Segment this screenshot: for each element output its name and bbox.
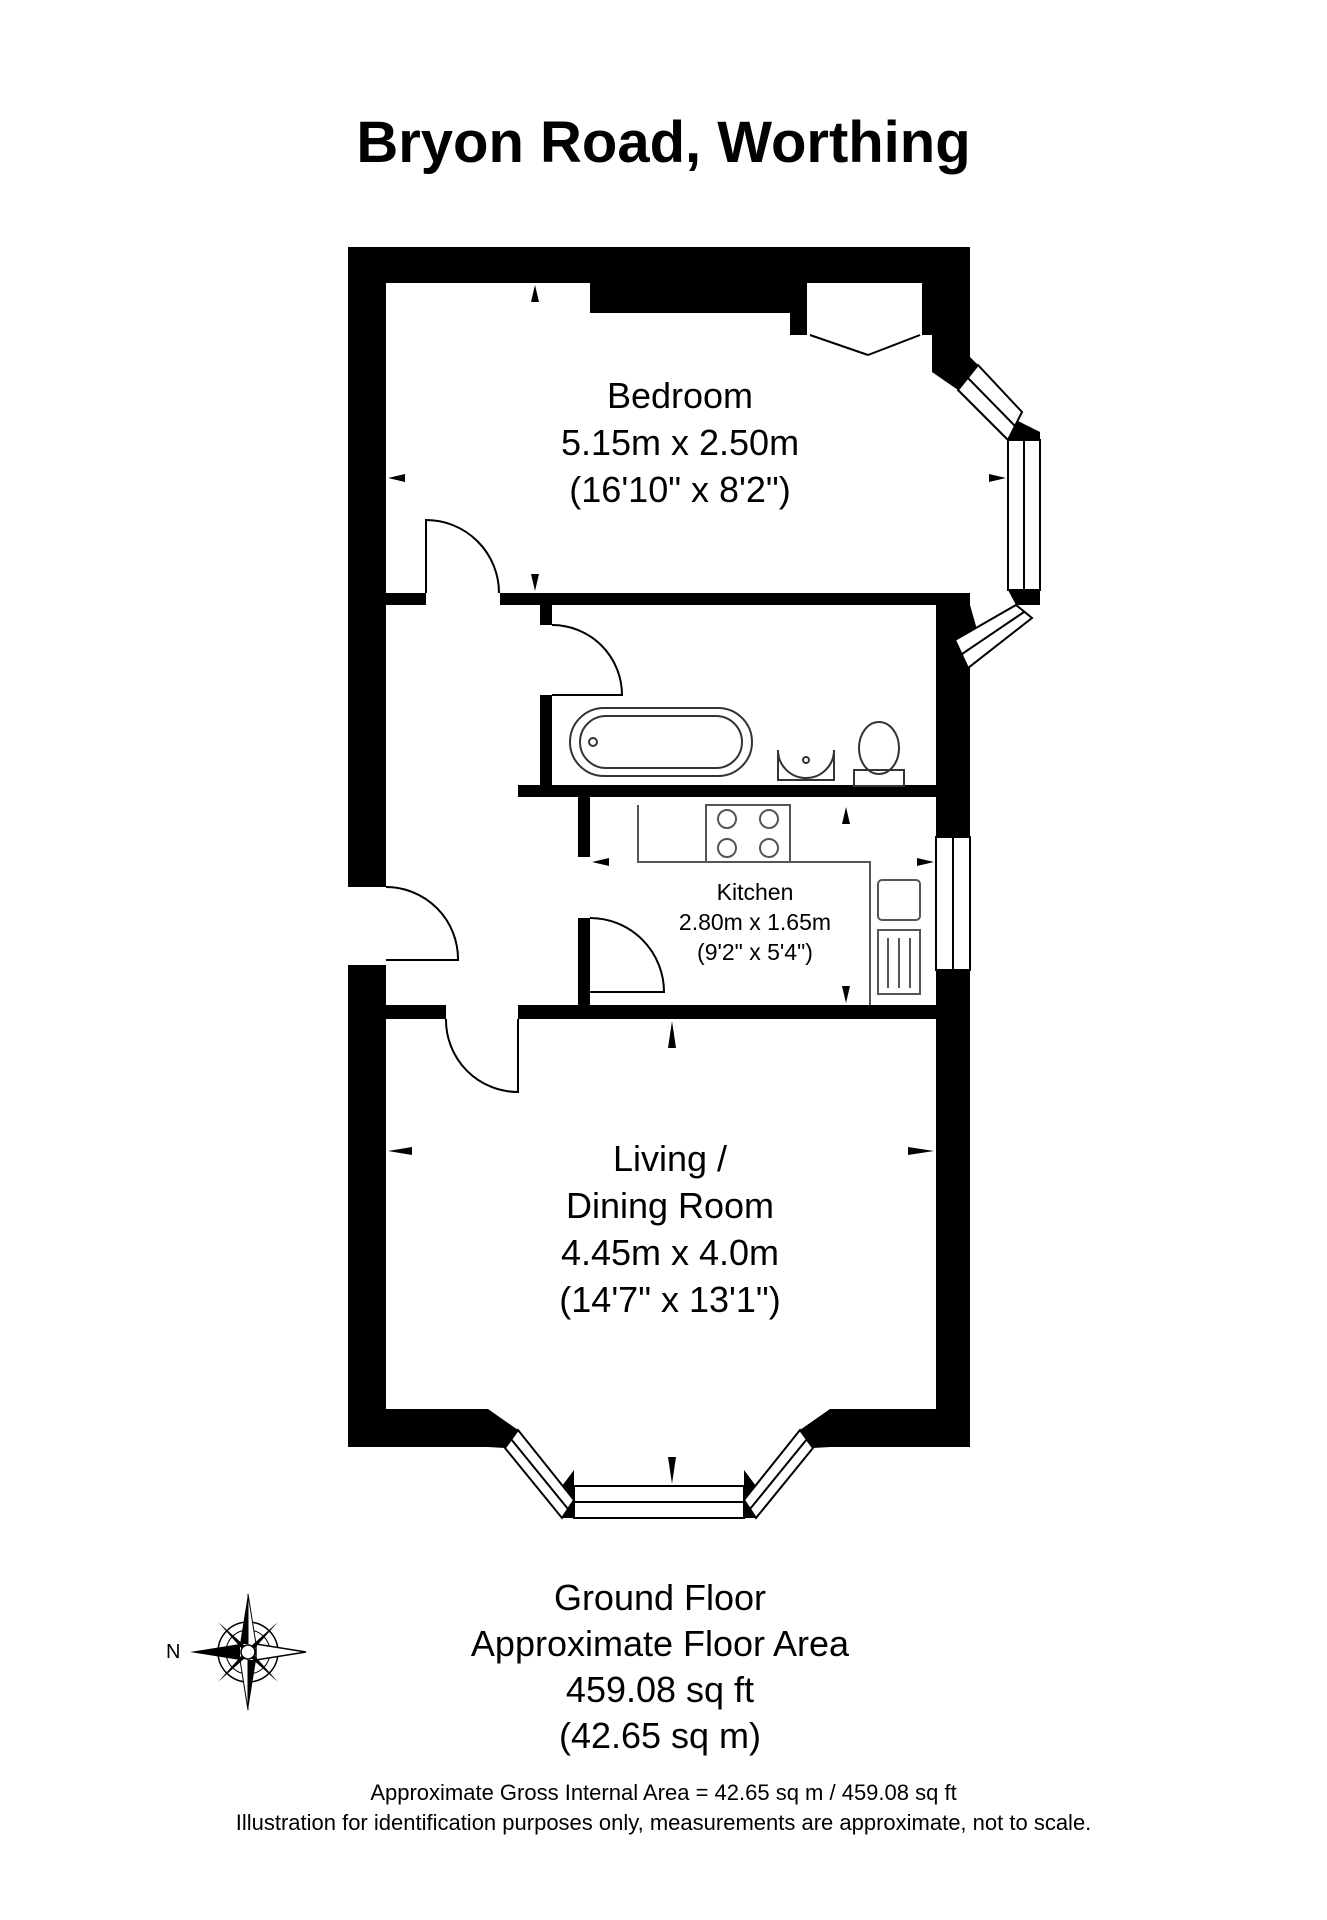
bedroom-imperial: (16'10" x 8'2")	[569, 469, 791, 510]
hob	[705, 804, 791, 863]
sink-icon	[777, 749, 835, 781]
room-label-kitchen: Kitchen 2.80m x 1.65m (9'2" x 5'4")	[640, 877, 870, 967]
floor-area-label: Approximate Floor Area	[470, 1623, 850, 1664]
windows	[503, 363, 1041, 1520]
hob-ring-icon-1	[717, 809, 737, 829]
living-imperial: (14'7" x 13'1")	[559, 1279, 781, 1320]
hob-ring-icon-4	[759, 838, 779, 858]
wall-kitchen-left	[578, 797, 590, 857]
kitchen-sink-icon	[877, 879, 921, 921]
outer-wall-right-kitchen	[936, 970, 970, 1019]
outer-wall-top	[348, 247, 970, 283]
door-bathroom	[551, 624, 624, 696]
walls	[348, 247, 1040, 1518]
plan-title: Bryon Road, Worthing	[356, 110, 971, 175]
bed-bay-corner-1	[932, 357, 978, 390]
arrow-kitchen-bottom	[842, 986, 850, 1003]
doors	[385, 334, 921, 1094]
arrow-kitchen-top	[842, 807, 850, 824]
living-name-line1: Living /	[612, 1138, 728, 1179]
bay-corner-bottom-left	[488, 1409, 518, 1448]
arrow-bedroom-right	[989, 474, 1006, 482]
bay-corner-bottom-right	[800, 1409, 830, 1448]
wall-kitchen-left-2	[578, 918, 590, 1008]
arrow-living-bottom	[668, 1457, 676, 1484]
arrow-bedroom-left	[388, 474, 405, 482]
alcove-wall-left	[790, 283, 807, 335]
door-kitchen	[589, 917, 666, 993]
bed-bay-corner-3	[1008, 590, 1040, 605]
chimney-breast	[590, 283, 805, 313]
floor-summary: Ground Floor Approximate Floor Area 459.…	[400, 1575, 920, 1759]
toilet-cistern	[853, 769, 905, 787]
drainer	[877, 929, 921, 995]
door-living	[444, 1018, 519, 1094]
wall-bath-left	[540, 605, 552, 625]
arrow-bedroom-bottom	[531, 574, 539, 591]
door-front	[385, 886, 460, 961]
bathroom-fixtures	[569, 707, 905, 787]
outer-wall-bottom-right	[830, 1409, 970, 1447]
illustration-disclaimer: Illustration for identification purposes…	[235, 1810, 1092, 1835]
disclaimer-footer: Approximate Gross Internal Area = 42.65 …	[0, 1778, 1327, 1838]
outer-wall-right-top	[932, 247, 970, 357]
kitchen-metric: 2.80m x 1.65m	[678, 909, 832, 935]
living-name-line2: Dining Room	[565, 1185, 775, 1226]
wall-bath-left-2	[540, 695, 552, 785]
gross-area-note: Approximate Gross Internal Area = 42.65 …	[370, 1780, 957, 1805]
wall-kitchen-bottom	[518, 1005, 970, 1019]
arrow-kitchen-left	[592, 858, 609, 866]
wall-hall-bottom	[386, 1005, 446, 1019]
outer-wall-bottom-left	[348, 1409, 488, 1447]
floor-area-sqm: (42.65 sq m)	[558, 1715, 762, 1756]
hob-ring-icon-2	[759, 809, 779, 829]
bath-drain-icon	[588, 737, 598, 747]
kitchen-imperial: (9'2" x 5'4")	[697, 939, 813, 965]
arrow-living-top	[668, 1021, 676, 1048]
compass-icon	[190, 1593, 307, 1711]
arrow-bedroom-top	[531, 285, 539, 302]
kitchen-name: Kitchen	[716, 879, 794, 905]
outer-wall-right-living	[936, 1019, 970, 1447]
floor-area-sqft: 459.08 sq ft	[565, 1669, 755, 1710]
floor-name: Ground Floor	[553, 1577, 767, 1618]
toilet-bowl-icon	[858, 721, 900, 775]
wall-bath-bottom	[518, 785, 970, 797]
bedroom-name: Bedroom	[606, 375, 754, 416]
door-wardrobe-left	[809, 334, 869, 356]
wall-bedroom-bottom	[386, 593, 426, 605]
compass-north-label: N	[166, 1641, 181, 1663]
bedroom-metric: 5.15m x 2.50m	[560, 422, 800, 463]
door-bedroom	[425, 518, 500, 594]
living-metric: 4.45m x 4.0m	[560, 1232, 780, 1273]
arrow-living-left	[388, 1147, 412, 1155]
door-wardrobe-right	[867, 334, 921, 356]
room-label-living: Living / Dining Room 4.45m x 4.0m (14'7"…	[520, 1135, 820, 1323]
bath-tub	[569, 707, 753, 777]
outer-wall-left	[348, 247, 386, 887]
arrow-living-right	[908, 1147, 934, 1155]
wall-bedroom-bottom-2	[500, 593, 970, 605]
room-label-bedroom: Bedroom 5.15m x 2.50m (16'10" x 8'2")	[540, 372, 820, 513]
dimension-arrows	[388, 285, 1006, 1484]
hob-ring-icon-3	[717, 838, 737, 858]
arrow-kitchen-right	[917, 858, 934, 866]
outer-wall-left-lower	[348, 965, 386, 1447]
kitchen-fixtures	[637, 804, 921, 1005]
